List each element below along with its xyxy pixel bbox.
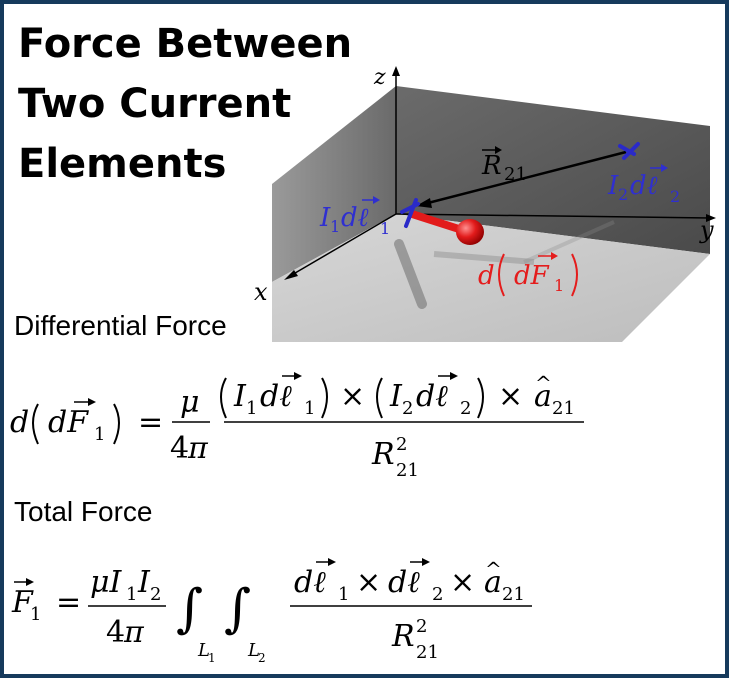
svg-text:21: 21 bbox=[396, 460, 419, 481]
svg-text:π: π bbox=[123, 615, 145, 650]
svg-text:μ: μ bbox=[180, 385, 200, 420]
svg-text:L: L bbox=[197, 640, 210, 661]
svg-text:1: 1 bbox=[330, 217, 340, 236]
svg-text:1: 1 bbox=[304, 398, 315, 419]
svg-text:2: 2 bbox=[150, 584, 161, 605]
svg-text:dℓ: dℓ bbox=[294, 565, 326, 600]
svg-text:21: 21 bbox=[502, 584, 525, 605]
svg-text:L: L bbox=[247, 640, 260, 661]
r21-label: R 21 bbox=[481, 146, 527, 185]
svg-text:2: 2 bbox=[460, 398, 471, 419]
svg-text:1: 1 bbox=[380, 219, 390, 238]
svg-text:I: I bbox=[233, 379, 247, 414]
x-axis-label: x bbox=[254, 278, 268, 306]
floor-plane bbox=[272, 214, 710, 342]
svg-text:R: R bbox=[371, 437, 395, 472]
svg-text:I: I bbox=[319, 203, 331, 233]
z-axis-label: z bbox=[373, 65, 386, 90]
svg-text:dF: dF bbox=[48, 405, 89, 440]
svg-text:1: 1 bbox=[554, 276, 564, 295]
svg-text:R: R bbox=[481, 151, 502, 181]
svg-text:^: ^ bbox=[535, 371, 552, 395]
svg-text:21: 21 bbox=[552, 398, 575, 419]
differential-force-equation: d dF 1 = μ 4 π I 1 dℓ 1 × I 2 bbox=[10, 371, 584, 481]
svg-text:∫: ∫ bbox=[176, 579, 203, 639]
svg-text:^: ^ bbox=[485, 557, 502, 581]
force-diagram: z y x R 21 bbox=[254, 65, 716, 342]
r21-vector bbox=[423, 150, 627, 206]
svg-text:π: π bbox=[187, 431, 209, 466]
svg-text:2: 2 bbox=[670, 187, 680, 206]
svg-text:dℓ: dℓ bbox=[388, 565, 420, 600]
svg-text:d: d bbox=[10, 405, 29, 440]
svg-text:μI: μI bbox=[90, 565, 122, 600]
total-force-heading: Total Force bbox=[14, 496, 153, 527]
svg-text:d: d bbox=[478, 261, 495, 291]
svg-text:1: 1 bbox=[208, 651, 216, 665]
left-wall bbox=[272, 86, 396, 282]
svg-text:a: a bbox=[484, 565, 502, 600]
svg-text:a: a bbox=[534, 379, 552, 414]
svg-text:dℓ: dℓ bbox=[416, 379, 448, 414]
x-axis bbox=[289, 213, 397, 277]
svg-text:21: 21 bbox=[416, 642, 439, 663]
svg-text:1: 1 bbox=[126, 584, 137, 605]
total-force-equation: F 1 = μI 1 I 2 4 π ∫ L 1 ∫ L 2 dℓ 1 × bbox=[11, 557, 532, 665]
force-label: d dF 1 bbox=[478, 252, 578, 297]
svg-text:R: R bbox=[391, 619, 415, 654]
svg-text:dℓ: dℓ bbox=[341, 203, 369, 233]
element-2-label: I 2 dℓ 2 bbox=[607, 164, 680, 206]
slide: Force Between Two Current Elements bbox=[4, 4, 725, 674]
differential-force-heading: Differential Force bbox=[14, 310, 227, 341]
svg-text:F: F bbox=[11, 585, 34, 620]
svg-text:2: 2 bbox=[432, 584, 443, 605]
svg-text:×: × bbox=[498, 379, 523, 414]
svg-text:1: 1 bbox=[94, 424, 105, 445]
svg-text:×: × bbox=[450, 565, 475, 600]
svg-text:4: 4 bbox=[170, 431, 189, 466]
svg-text:I: I bbox=[137, 565, 151, 600]
svg-text:2: 2 bbox=[402, 398, 413, 419]
svg-text:I: I bbox=[607, 171, 619, 201]
svg-text:×: × bbox=[356, 565, 381, 600]
svg-text:1: 1 bbox=[246, 398, 257, 419]
slide-title: Force Between Two Current Elements bbox=[18, 21, 353, 187]
svg-text:1: 1 bbox=[30, 604, 41, 625]
svg-text:2: 2 bbox=[258, 651, 266, 665]
svg-text:dℓ: dℓ bbox=[260, 379, 292, 414]
y-axis bbox=[395, 213, 711, 219]
current-element-1 bbox=[400, 198, 420, 228]
y-axis-label: y bbox=[699, 216, 714, 244]
current-element-2 bbox=[618, 142, 640, 160]
svg-text:21: 21 bbox=[504, 164, 527, 185]
svg-text:I: I bbox=[389, 379, 403, 414]
svg-text:=: = bbox=[138, 405, 163, 440]
svg-text:∫: ∫ bbox=[224, 579, 251, 639]
svg-text:dF: dF bbox=[514, 261, 550, 291]
svg-text:2: 2 bbox=[416, 616, 427, 637]
svg-text:4: 4 bbox=[106, 615, 125, 650]
svg-text:2: 2 bbox=[396, 434, 407, 455]
force-arrow-shaft bbox=[410, 210, 464, 234]
force-arrow-head bbox=[456, 219, 484, 245]
svg-text:1: 1 bbox=[338, 584, 349, 605]
svg-text:dℓ: dℓ bbox=[630, 171, 658, 201]
svg-text:×: × bbox=[340, 379, 365, 414]
element-1-label: I 1 dℓ 1 bbox=[319, 196, 390, 238]
svg-text:2: 2 bbox=[618, 185, 628, 204]
svg-text:=: = bbox=[56, 585, 81, 620]
